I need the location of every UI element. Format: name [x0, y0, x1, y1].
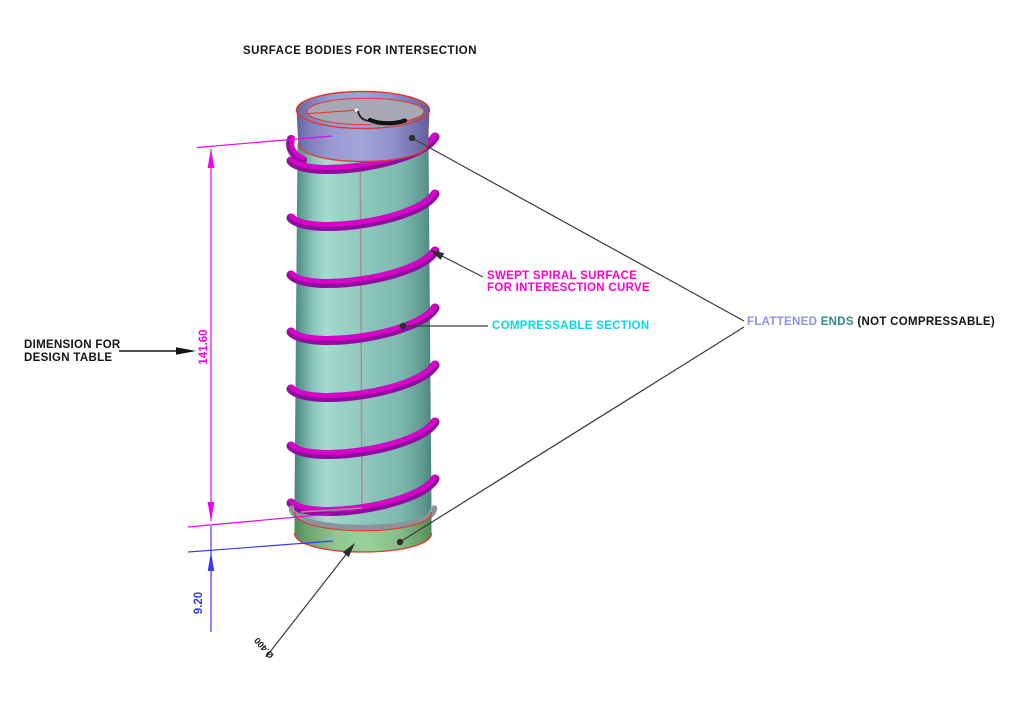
drawing-title: SURFACE BODIES FOR INTERSECTION: [243, 45, 478, 57]
swept-spiral-label-line1: SWEPT SPIRAL SURFACE: [487, 270, 638, 282]
dimension-end-height[interactable]: [187, 526, 334, 632]
sketch-point: [354, 107, 359, 113]
design-table-note[interactable]: DIMENSION FOR DESIGN TABLE: [24, 339, 121, 365]
leader-design-note[interactable]: [119, 347, 196, 355]
design-table-note-line1: DIMENSION FOR: [24, 339, 121, 351]
arrowhead-up: [207, 552, 215, 571]
compressable-section-label[interactable]: COMPRESSABLE SECTION: [492, 320, 650, 332]
top-radial-sketch-line: [305, 109, 357, 115]
dimension-overall-height[interactable]: [187, 135, 333, 528]
top-face: [306, 97, 425, 126]
leader-dot-top: [408, 134, 416, 142]
arrowhead: [342, 543, 355, 558]
leader-line-bottom: [399, 326, 745, 543]
leader-flattened-ends[interactable]: [396, 134, 745, 546]
bottom-ring-edge: [288, 505, 438, 531]
leader-line-top: [411, 137, 745, 322]
swept-spiral-label[interactable]: SWEPT SPIRAL SURFACE FOR INTERESCTION CU…: [487, 270, 650, 294]
flattened-word: FLATTENED: [747, 316, 818, 328]
leader-swept-spiral[interactable]: [430, 250, 484, 278]
top-slot-highlight: [370, 122, 404, 127]
bottom-end-top-edge: [293, 511, 433, 532]
flattened-ends-label[interactable]: FLATTENED ENDS (NOT COMPRESSABLE): [747, 316, 995, 328]
extension-line-top: [196, 135, 333, 149]
cylinder-model: [286, 90, 440, 553]
leader-dot-bottom: [396, 538, 404, 546]
swept-spiral-label-line2: FOR INTERESCTION CURVE: [487, 281, 650, 294]
dimension-value-overall-height[interactable]: 141.60: [198, 329, 210, 365]
leader-line: [437, 253, 484, 278]
design-table-note-line2: DESIGN TABLE: [24, 352, 113, 364]
arrowhead: [430, 250, 445, 260]
dimension-diameter-leader[interactable]: [265, 543, 355, 658]
arrowhead: [176, 347, 196, 355]
dimension-value-end-height[interactable]: 9.20: [193, 591, 205, 615]
leader-compressable[interactable]: [399, 322, 488, 330]
arrowhead-up: [207, 148, 215, 168]
extension-line: [187, 540, 334, 553]
ends-word: ENDS: [820, 316, 854, 328]
arrowhead-down: [207, 502, 215, 522]
bottom-end-bottom-edge: [293, 532, 433, 553]
top-end-bottom-edge: [297, 142, 429, 163]
not-compressable-word: (NOT COMPRESSABLE): [857, 316, 996, 328]
leader-line: [265, 551, 349, 658]
leader-dot: [399, 322, 407, 330]
extension-line-bottom: [187, 513, 331, 528]
axis-sketch-foot: [300, 507, 363, 513]
top-slot: [367, 117, 408, 126]
top-flattened-end: [296, 110, 430, 162]
axis-sketch-line: [359, 112, 363, 509]
